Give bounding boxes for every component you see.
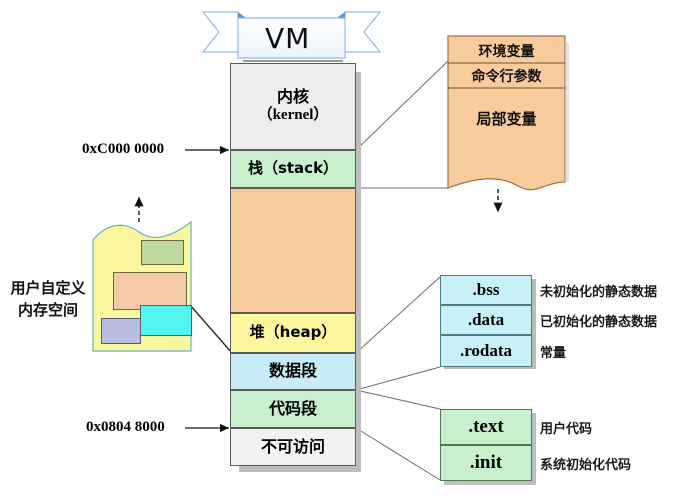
data-detail-bss-desc: 未初始化的静态数据 <box>540 285 658 300</box>
data-detail-bss-label: .bss <box>472 280 500 299</box>
data-detail-data: .data <box>440 305 532 335</box>
code-detail-init-label: .init <box>469 452 503 473</box>
band-code-label: 代码段 <box>268 398 317 418</box>
band-stack-label: 栈（stack） <box>247 159 339 178</box>
vm-banner-label: VM <box>265 22 311 55</box>
band-kernel-cn: 内核 <box>276 87 309 107</box>
code-detail-text-desc: 用户代码 <box>540 422 593 437</box>
band-data-segment: 数据段 <box>230 353 356 390</box>
band-code-segment: 代码段 <box>230 390 356 428</box>
address-label-08048000: 0x0804 8000 <box>86 419 165 435</box>
code-detail-text: .text <box>440 409 532 445</box>
data-detail-data-desc: 已初始化的静态数据 <box>540 315 658 330</box>
alloc-block-1 <box>141 240 184 265</box>
data-detail-rodata: .rodata <box>440 335 532 367</box>
band-heap-label: 堆（heap） <box>249 323 337 342</box>
band-stack: 栈（stack） <box>230 150 356 188</box>
band-gap <box>230 188 356 313</box>
data-detail-data-label: .data <box>467 310 505 329</box>
stack-detail-row-argv: 命令行参数 <box>471 69 542 85</box>
vm-ribbon <box>201 11 382 62</box>
stack-detail-shape <box>447 35 569 191</box>
band-kernel: 内核 （kernel） <box>230 63 356 150</box>
band-data-label: 数据段 <box>268 361 317 381</box>
data-detail-rodata-label: .rodata <box>459 341 513 360</box>
code-detail-text-label: .text <box>468 416 504 437</box>
alloc-block-3 <box>140 305 192 336</box>
code-detail-init: .init <box>440 445 532 481</box>
user-memory-label-line2: 内存空间 <box>17 300 78 319</box>
stack-detail-row-locals: 局部变量 <box>476 109 537 128</box>
user-memory-label-line1: 用户自定义 <box>10 279 86 297</box>
band-inaccessible: 不可访问 <box>230 428 356 466</box>
data-detail-rodata-desc: 常量 <box>540 346 567 361</box>
address-label-c0000000: 0xC000 0000 <box>82 141 165 157</box>
data-detail-bss: .bss <box>440 275 532 305</box>
band-heap: 堆（heap） <box>230 313 356 353</box>
alloc-block-4 <box>101 318 141 344</box>
alloc-block-2 <box>113 272 187 310</box>
user-memory-label: 用户自定义 内存空间 <box>5 278 91 322</box>
code-detail-init-desc: 系统初始化代码 <box>540 458 632 473</box>
band-kernel-en: （kernel） <box>257 107 329 124</box>
band-inaccessible-label: 不可访问 <box>260 436 325 456</box>
stack-detail-row-env: 环境变量 <box>478 43 535 60</box>
